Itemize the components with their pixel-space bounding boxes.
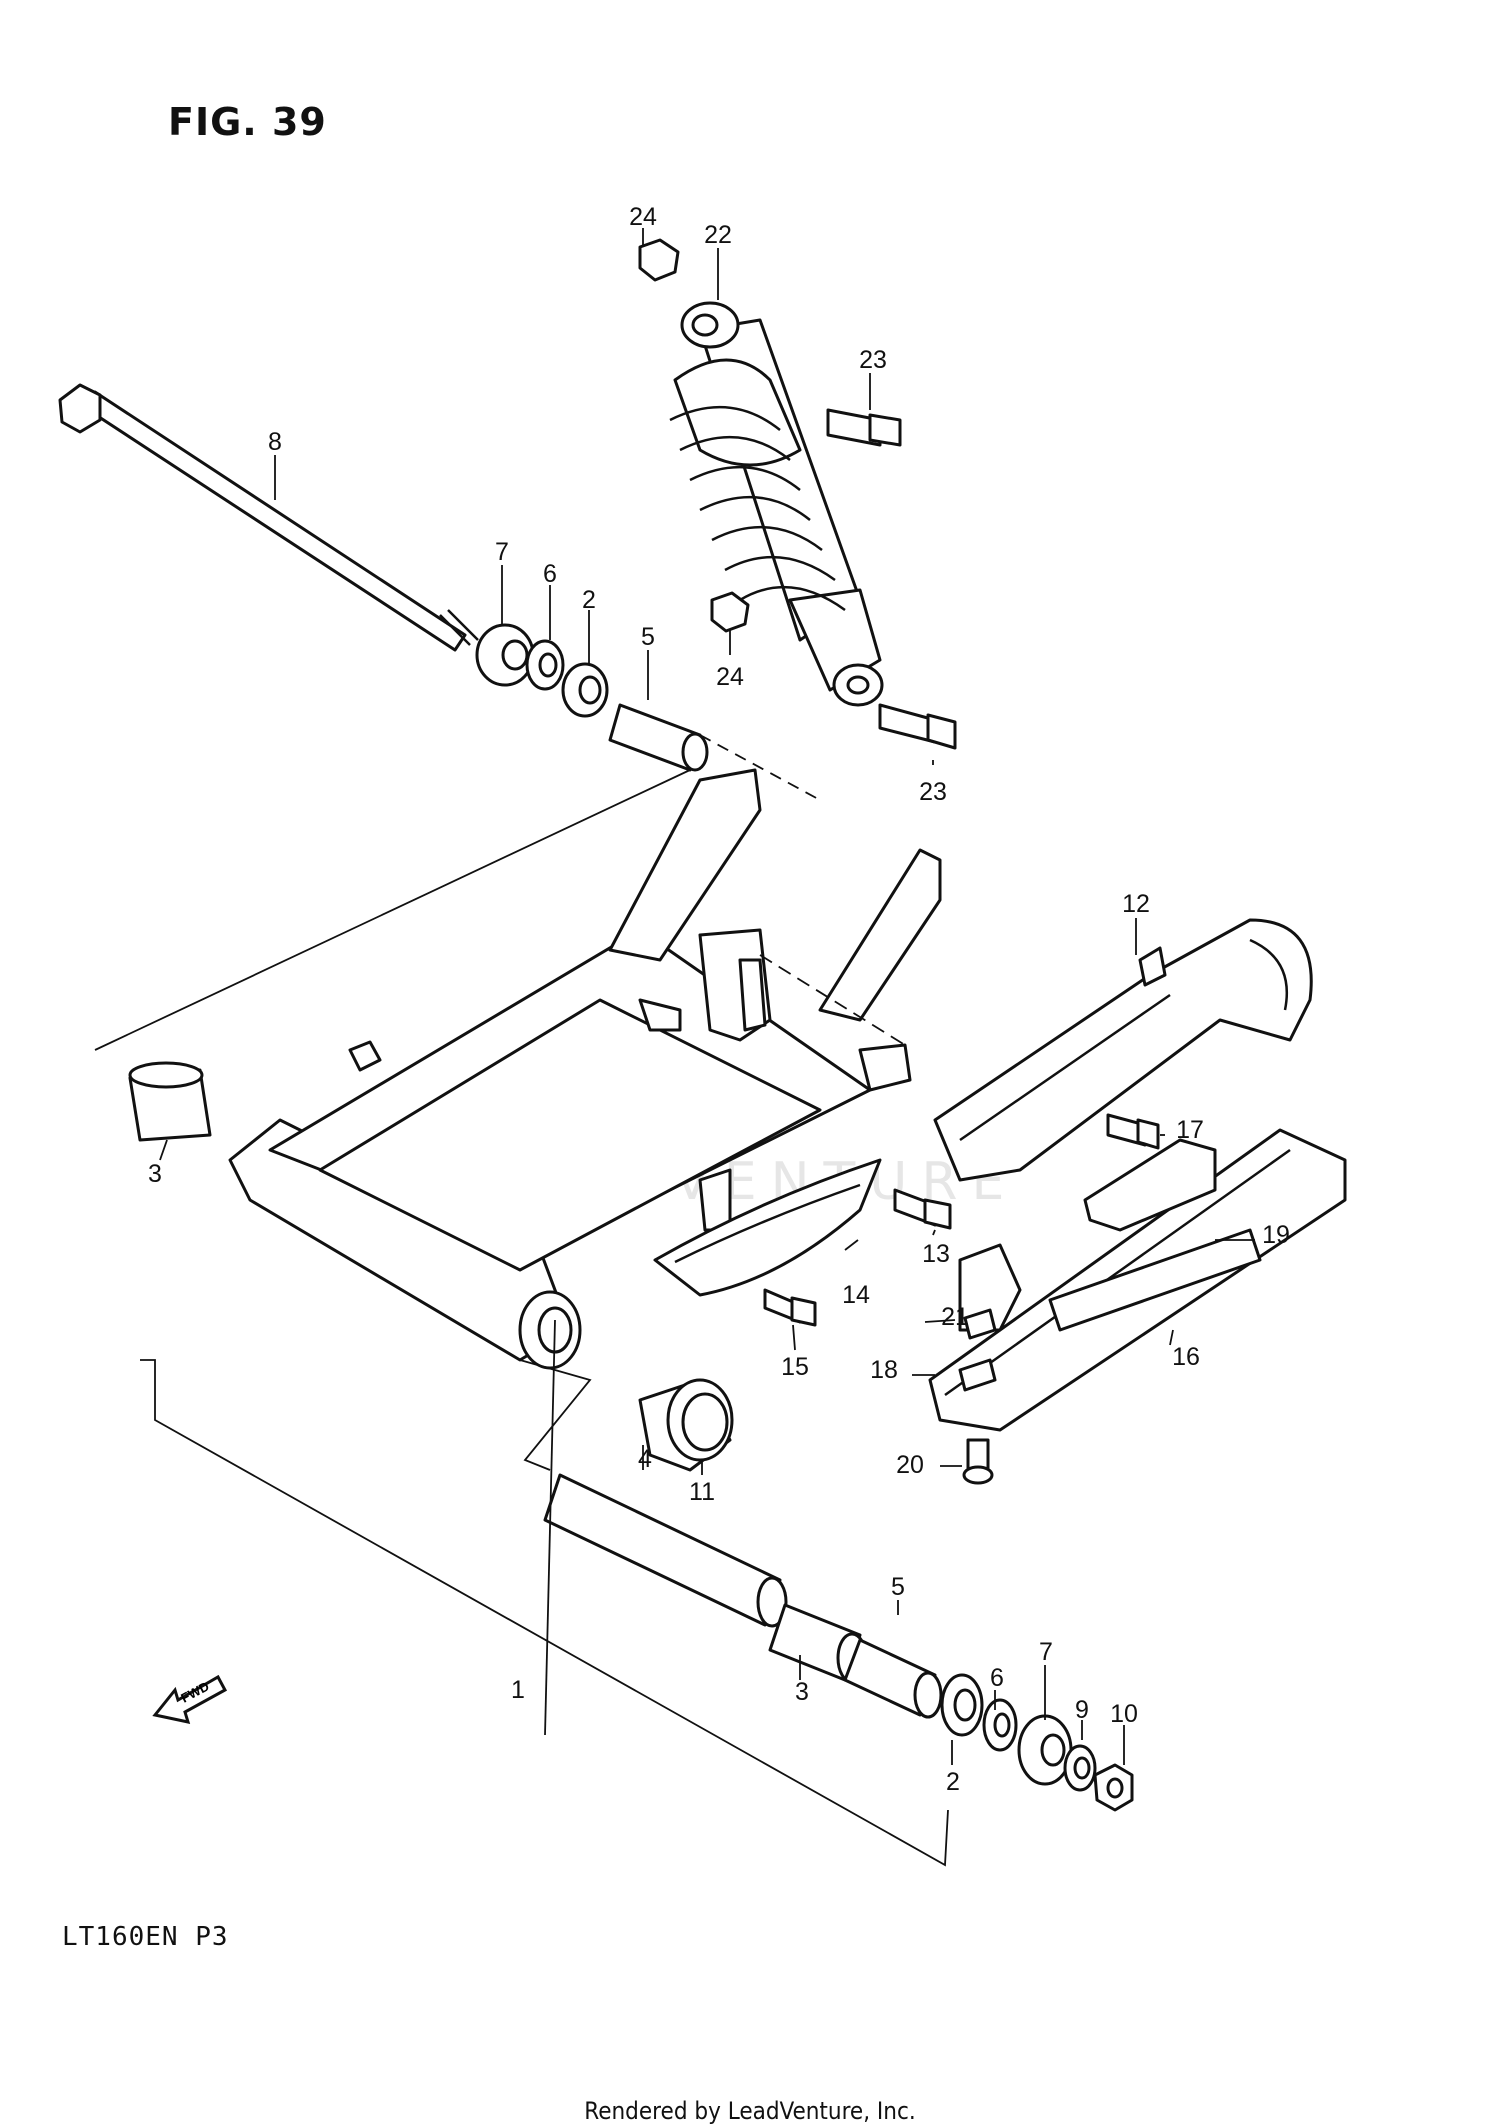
- bearing-upper[interactable]: [561, 662, 609, 718]
- callout-20: 20: [896, 1451, 924, 1479]
- callout-7b: 7: [1039, 1638, 1053, 1666]
- skid-plate-bracket-rear[interactable]: [1083, 1138, 1217, 1232]
- skid-plate-bracket-front[interactable]: [958, 1243, 1022, 1332]
- shock-nut-lower[interactable]: [710, 591, 750, 633]
- bushing-front[interactable]: [638, 1378, 734, 1472]
- rear-shock-absorber[interactable]: [669, 301, 884, 707]
- callout-2a: 2: [582, 586, 596, 614]
- shock-nut-upper[interactable]: [638, 238, 680, 282]
- chain-case-bolt-upper[interactable]: [1106, 1113, 1160, 1150]
- model-code: LT160EN P3: [62, 1922, 229, 1952]
- skid-plate-pad[interactable]: [958, 1358, 997, 1392]
- callout-24b: 24: [716, 663, 744, 691]
- callout-1: 1: [511, 1676, 525, 1704]
- spacer-lower-long[interactable]: [543, 1473, 788, 1628]
- assembly-guide-lines: [94, 734, 949, 1867]
- chain-guard-bolt[interactable]: [763, 1288, 817, 1327]
- callout-10: 10: [1110, 1700, 1138, 1728]
- callout-3b: 3: [795, 1678, 809, 1706]
- callout-23a: 23: [859, 346, 887, 374]
- callout-9: 9: [1075, 1696, 1089, 1724]
- callout-21: 21: [941, 1303, 969, 1331]
- pivot-shaft[interactable]: [58, 383, 479, 652]
- washer-lower[interactable]: [1063, 1744, 1097, 1792]
- callout-16: 16: [1172, 1343, 1200, 1371]
- footer-credit: Rendered by LeadVenture, Inc.: [584, 2097, 916, 2125]
- shock-bolt-upper[interactable]: [826, 408, 902, 447]
- callout-5b: 5: [891, 1573, 905, 1601]
- callout-18: 18: [870, 1356, 898, 1384]
- spacer-lower[interactable]: [843, 1638, 943, 1719]
- callout-2b: 2: [946, 1768, 960, 1796]
- callout-15: 15: [781, 1353, 809, 1381]
- shock-bolt-lower[interactable]: [878, 703, 957, 750]
- callout-17: 17: [1176, 1116, 1204, 1144]
- skid-plate-screw[interactable]: [962, 1438, 994, 1485]
- chain-case[interactable]: [933, 918, 1313, 1182]
- spacer-upper[interactable]: [608, 703, 709, 772]
- dust-seal-lower[interactable]: [982, 1698, 1018, 1752]
- swingarm[interactable]: [228, 768, 942, 1370]
- chain-case-bolt[interactable]: [893, 1188, 952, 1230]
- callout-11: 11: [689, 1478, 715, 1506]
- callout-6a: 6: [543, 560, 557, 588]
- pivot-washer-upper[interactable]: [475, 623, 535, 687]
- skid-plate-clip[interactable]: [963, 1308, 997, 1340]
- chain-guard[interactable]: [653, 1158, 882, 1297]
- callout-22: 22: [704, 221, 732, 249]
- bushing-left[interactable]: [128, 1061, 212, 1142]
- callout-3a: 3: [148, 1160, 162, 1188]
- callout-6b: 6: [990, 1664, 1004, 1692]
- figure-title: FIG. 39: [168, 100, 327, 144]
- callout-4: 4: [638, 1445, 652, 1473]
- pivot-washer-lower[interactable]: [1017, 1714, 1073, 1786]
- pivot-nut[interactable]: [1093, 1763, 1134, 1812]
- callout-12: 12: [1122, 890, 1150, 918]
- callout-7a: 7: [495, 538, 509, 566]
- bearing-lower[interactable]: [940, 1673, 984, 1737]
- callout-13: 13: [922, 1240, 950, 1268]
- leader-lines: [159, 228, 1255, 1765]
- callout-19: 19: [1262, 1221, 1290, 1249]
- callout-5a: 5: [641, 623, 655, 651]
- skid-plate-cushion[interactable]: [1048, 1228, 1262, 1332]
- callout-23b: 23: [919, 778, 947, 806]
- forward-direction-arrow: FWD: [152, 1674, 228, 1724]
- callout-8: 8: [268, 428, 282, 456]
- callout-24a: 24: [629, 203, 657, 231]
- dust-seal-upper[interactable]: [525, 639, 565, 691]
- callout-14: 14: [842, 1281, 870, 1309]
